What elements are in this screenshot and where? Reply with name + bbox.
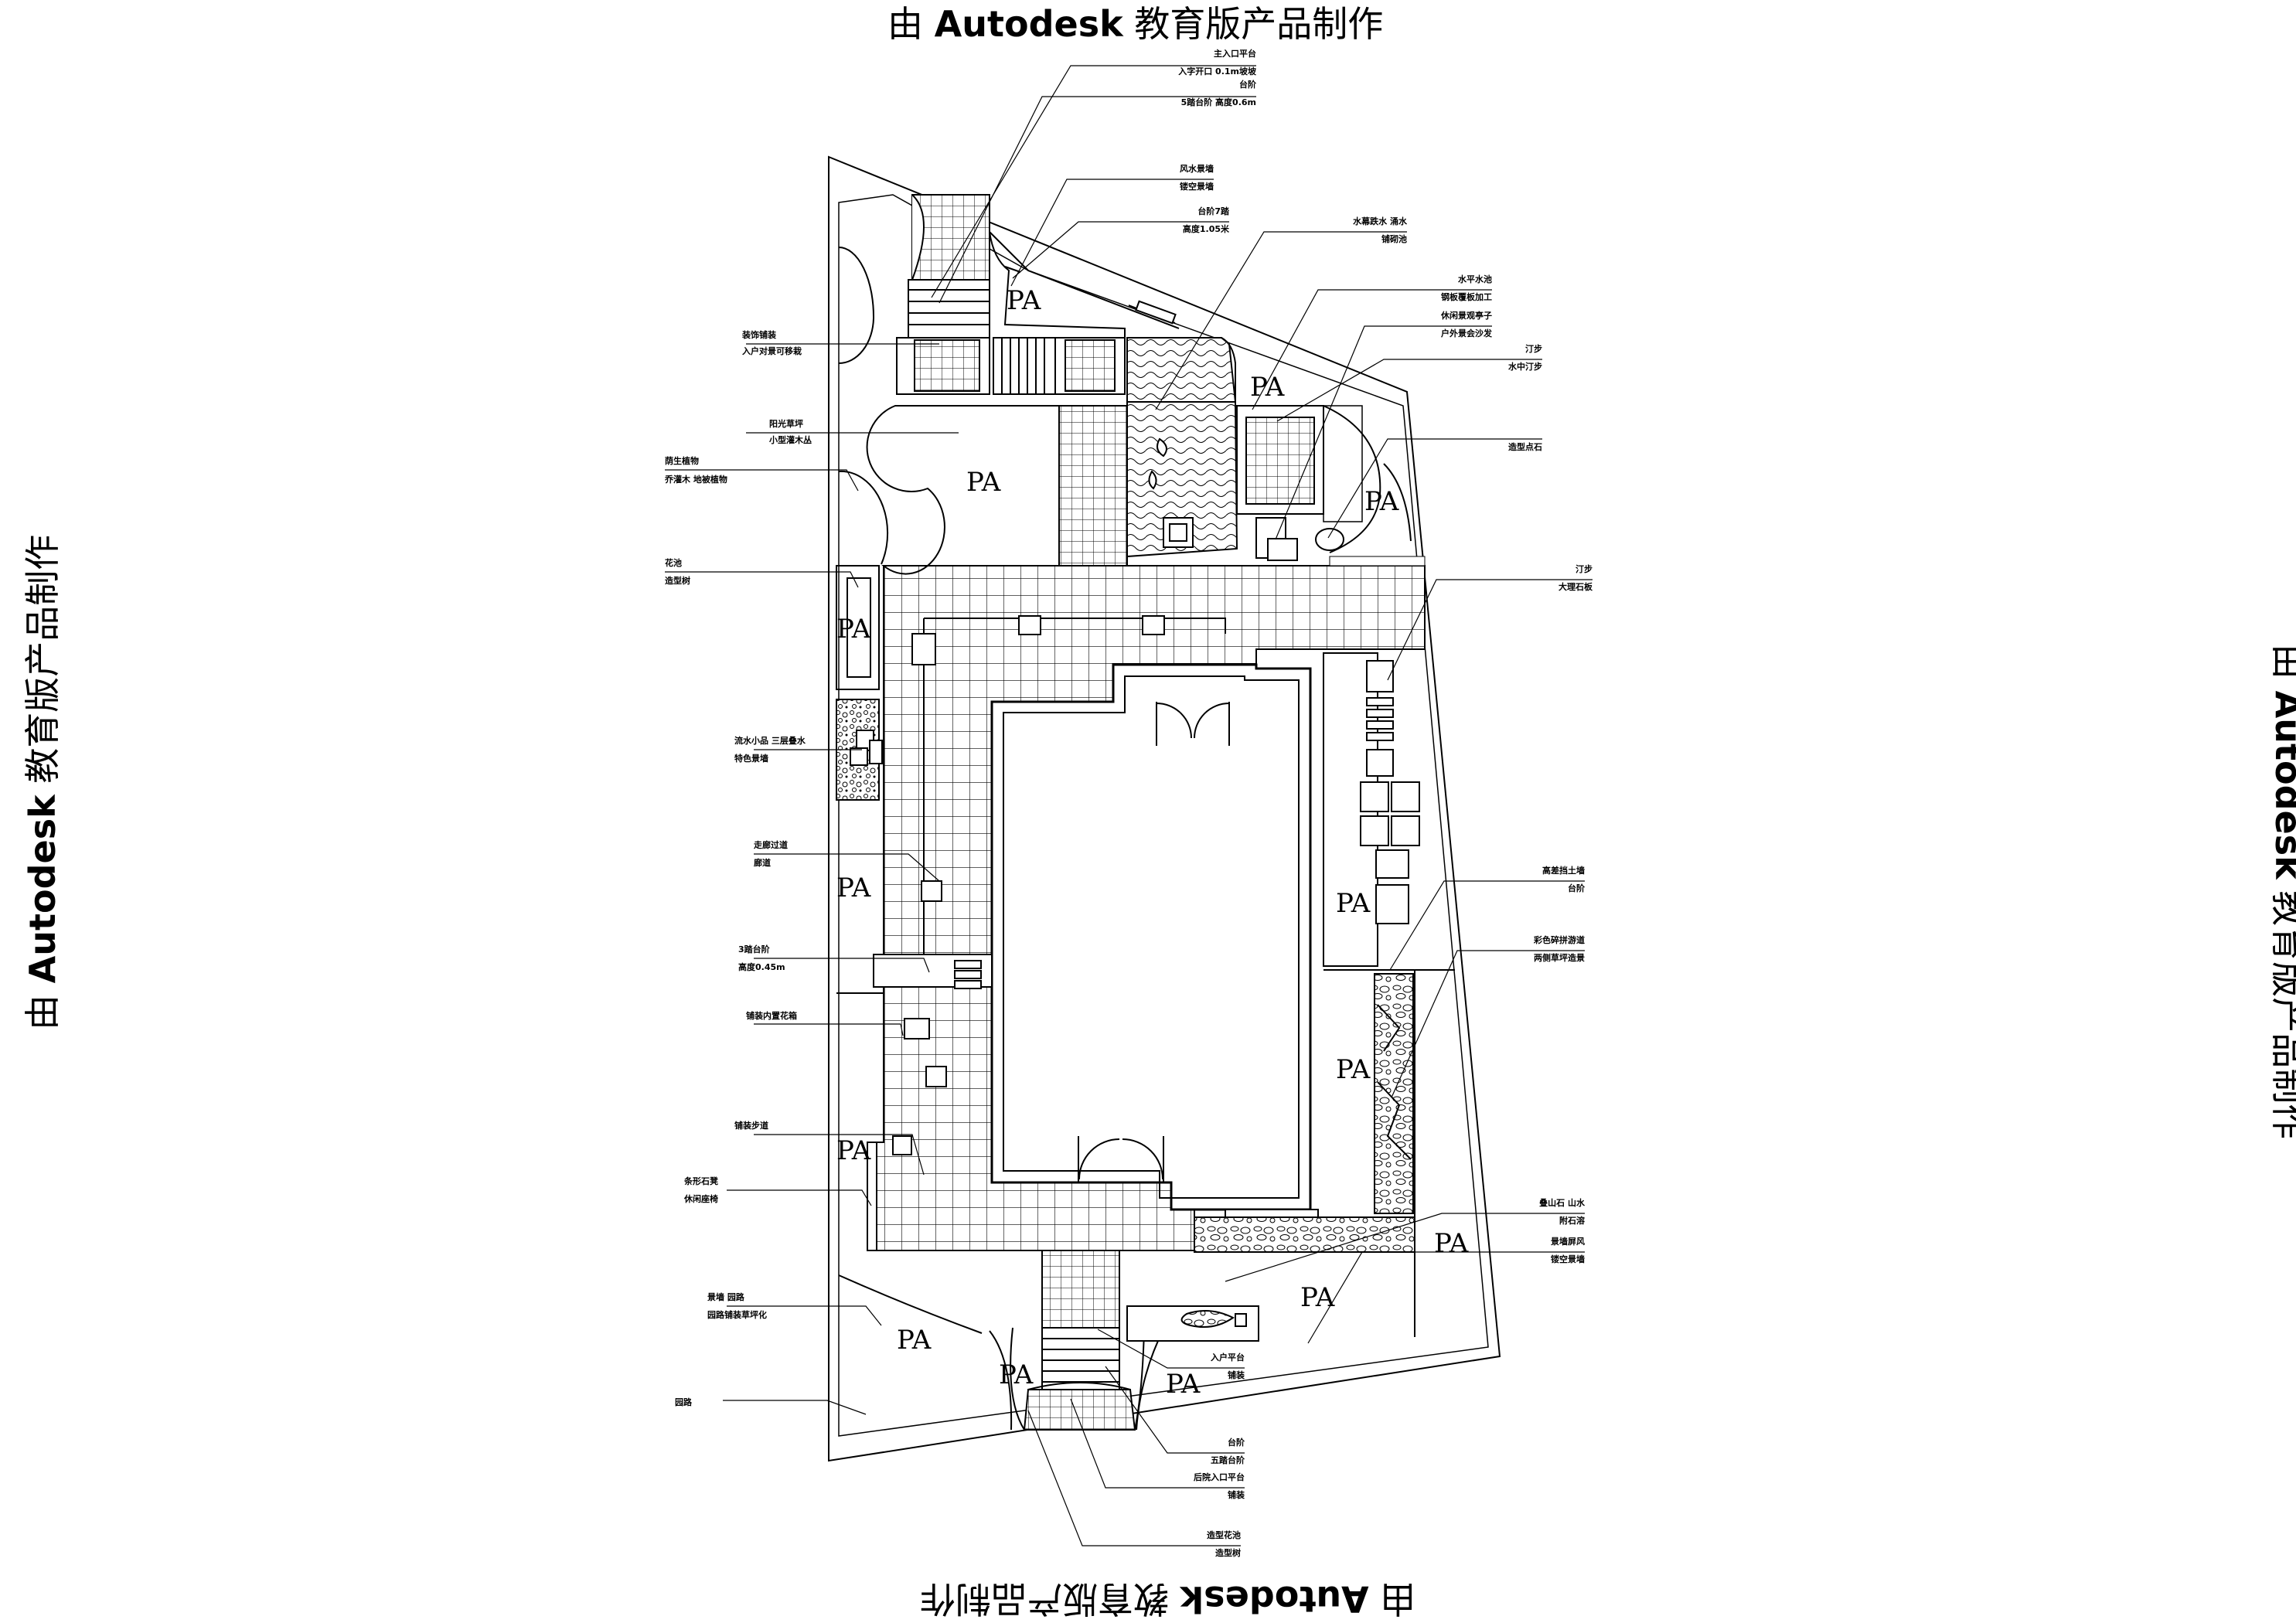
note-main-steps-1: 台阶 — [1239, 79, 1257, 90]
leader-lines — [665, 65, 1593, 1546]
note-steps5-2: 五踏台阶 — [1211, 1455, 1245, 1465]
site-boundary-inner — [838, 194, 1489, 1437]
pa-label: PA — [836, 614, 871, 645]
note-flowerbed-1: 花池 — [665, 557, 682, 568]
note-steps7-1: 台阶7踏 — [1197, 206, 1230, 216]
note-cascade-2: 特色景墙 — [734, 753, 768, 764]
watermark-left: 由 Autodesk 教育版产品制作 — [22, 534, 63, 1030]
note-waterfall-1: 水幕跌水 涌水 — [1353, 216, 1408, 226]
note-leisure-1: 休闲景观亭子 — [1440, 310, 1492, 321]
note-water-platform-2: 钢板覆板加工 — [1441, 291, 1492, 302]
colored-pebble-path — [1374, 973, 1414, 1214]
pa-label: PA — [1336, 1054, 1371, 1085]
pa-label: PA — [966, 467, 1001, 498]
note-shade-2: 乔灌木 地被植物 — [664, 474, 727, 485]
rockery-strip — [1194, 1216, 1415, 1253]
pa-label: PA — [1250, 372, 1285, 403]
note-landscape-paving-1: 景墙 园路 — [707, 1291, 745, 1302]
note-decorative-2: 入户对景可移栽 — [742, 345, 802, 356]
pa-label: PA — [999, 1359, 1034, 1390]
note-pebble-1: 彩色碎拼游道 — [1533, 934, 1585, 945]
note-landscape-stone: 造型点石 — [1508, 441, 1542, 452]
steps-west — [873, 954, 993, 989]
door-top — [1156, 702, 1230, 746]
pa-label: PA — [1336, 888, 1371, 919]
note-waterfall-2: 铺砌池 — [1381, 233, 1407, 244]
south-entry-platform — [1041, 1250, 1120, 1329]
note-steps5-1: 台阶 — [1228, 1437, 1245, 1448]
watermark-top: 由 Autodesk 教育版产品制作 — [887, 3, 1384, 45]
note-plaza: 铺装内置花箱 — [746, 1010, 797, 1021]
note-wall2-1: 景墙屏风 — [1550, 1236, 1585, 1247]
note-steps7-2: 高度1.05米 — [1183, 223, 1230, 234]
note-wall2-2: 镂空景墙 — [1551, 1254, 1585, 1264]
flower-bed-west — [836, 565, 880, 690]
note-garden-path: 园路 — [675, 1397, 693, 1407]
note-flowerbed-2: 造型树 — [665, 575, 690, 586]
note-back-entry-2: 铺装 — [1228, 1489, 1245, 1500]
note-steps3-2: 高度0.45m — [738, 961, 785, 972]
pa-label: PA — [1300, 1282, 1335, 1313]
watermark-right: 由 Autodesk 教育版产品制作 — [2267, 644, 2296, 1140]
pa-label: PA — [1364, 486, 1399, 517]
note-stepping1-1: 汀步 — [1525, 343, 1542, 354]
note-entry-platform-2: 铺装 — [1228, 1370, 1245, 1380]
note-cascade-1: 流水小品 三层叠水 — [734, 735, 806, 746]
note-shade-1: 荫生植物 — [665, 455, 699, 466]
note-leisure-2: 户外景会沙发 — [1441, 328, 1493, 339]
note-corridor-2: 廊道 — [754, 857, 771, 868]
note-retaining-1: 高差挡土墙 — [1542, 865, 1585, 876]
note-decorative-1: 装饰铺装 — [741, 329, 776, 340]
note-sunny-2: 小型灌木丛 — [768, 434, 812, 445]
note-retaining-2: 台阶 — [1568, 883, 1586, 893]
note-main-entry-2: 入字开口 0.1m坡坡 — [1178, 66, 1257, 77]
note-bench-1: 条形石凳 — [683, 1176, 719, 1186]
steps-7 — [993, 337, 1056, 395]
note-rockery-1: 叠山石 山水 — [1539, 1197, 1586, 1208]
note-back-entry-1: 后院入口平台 — [1194, 1472, 1245, 1482]
pa-label: PA — [1434, 1228, 1469, 1259]
note-entry-platform-1: 入户平台 — [1211, 1352, 1245, 1363]
pa-label: PA — [836, 1135, 871, 1166]
note-stepping2-2: 大理石板 — [1558, 581, 1593, 592]
pa-label: PA — [836, 873, 871, 903]
note-stepping1-2: 水中汀步 — [1508, 361, 1542, 372]
note-sunny-1: 阳光草坪 — [769, 418, 803, 429]
note-bench-2: 休闲座椅 — [683, 1193, 718, 1204]
note-water-platform-1: 水平水池 — [1458, 274, 1492, 284]
note-landscape-paving-2: 园路铺装草坪化 — [707, 1309, 767, 1320]
note-main-entry-1: 主入口平台 — [1214, 48, 1256, 59]
note-main-steps-2: 5踏台阶 高度0.6m — [1181, 97, 1256, 107]
note-feature-wall-2: 镂空景墙 — [1180, 181, 1214, 192]
pa-labels: PA PA PA PA PA PA PA PA PA PA PA PA PA P… — [836, 285, 1469, 1400]
south-steps — [1041, 1327, 1120, 1390]
watermark-bottom: 由 Autodesk 教育版产品制作 — [920, 1578, 1416, 1620]
east-stepping-squares — [1360, 660, 1420, 924]
note-planter-2: 造型树 — [1215, 1547, 1241, 1558]
note-stepping2-1: 汀步 — [1576, 563, 1593, 574]
pa-label: PA — [1166, 1369, 1201, 1400]
pa-label: PA — [897, 1325, 932, 1356]
note-pavement: 铺装步道 — [734, 1120, 768, 1131]
note-pebble-2: 两侧草坪造景 — [1534, 952, 1585, 963]
door-bottom — [1078, 1136, 1164, 1182]
back-entry-platform — [1023, 1389, 1136, 1431]
north-steps — [908, 279, 990, 339]
note-rockery-2: 附石溶 — [1559, 1215, 1585, 1226]
note-corridor-1: 走廊过道 — [753, 839, 788, 850]
note-feature-wall-1: 风水景墙 — [1180, 163, 1214, 174]
note-steps3-1: 3踏台阶 — [738, 944, 771, 954]
pa-label: PA — [1007, 285, 1041, 316]
note-planter-1: 造型花池 — [1207, 1529, 1241, 1540]
